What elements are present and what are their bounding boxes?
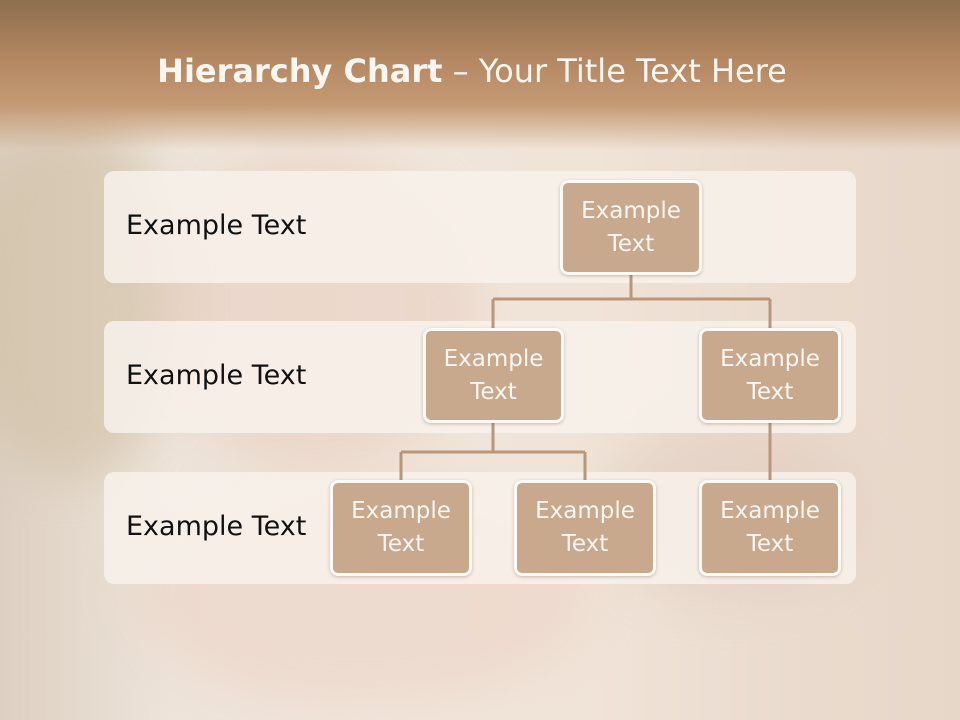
level-label-1: Example Text <box>126 210 307 241</box>
org-node-level2-right-text: Example Text <box>720 345 820 405</box>
level-label-3: Example Text <box>126 511 307 542</box>
org-node-level3-b[interactable]: Example Text <box>514 480 656 576</box>
connector-root-to-level2 <box>491 274 772 331</box>
title-bar <box>0 0 960 150</box>
org-node-root-text: Example Text <box>581 197 681 257</box>
org-node-level3-a-text: Example Text <box>351 498 451 557</box>
org-node-level2-right[interactable]: Example Text <box>699 328 841 423</box>
level-label-2: Example Text <box>126 360 307 391</box>
slide-title-rest: – Your Title Text Here <box>442 52 787 90</box>
slide-title: Hierarchy Chart – Your Title Text Here <box>0 52 944 90</box>
slide-title-bold: Hierarchy Chart <box>157 52 443 90</box>
org-node-level2-left-text: Example Text <box>443 345 544 405</box>
org-node-level3-c-text: Example Text <box>720 498 820 557</box>
org-node-root[interactable]: Example Text <box>560 180 702 275</box>
level-band-1 <box>104 171 856 283</box>
org-node-level2-left[interactable]: Example Text <box>423 328 564 423</box>
org-node-level3-c[interactable]: Example Text <box>699 480 841 576</box>
org-node-level3-b-text: Example Text <box>535 498 635 557</box>
connector-left-to-level3 <box>399 422 587 483</box>
org-node-level3-a[interactable]: Example Text <box>330 480 472 576</box>
